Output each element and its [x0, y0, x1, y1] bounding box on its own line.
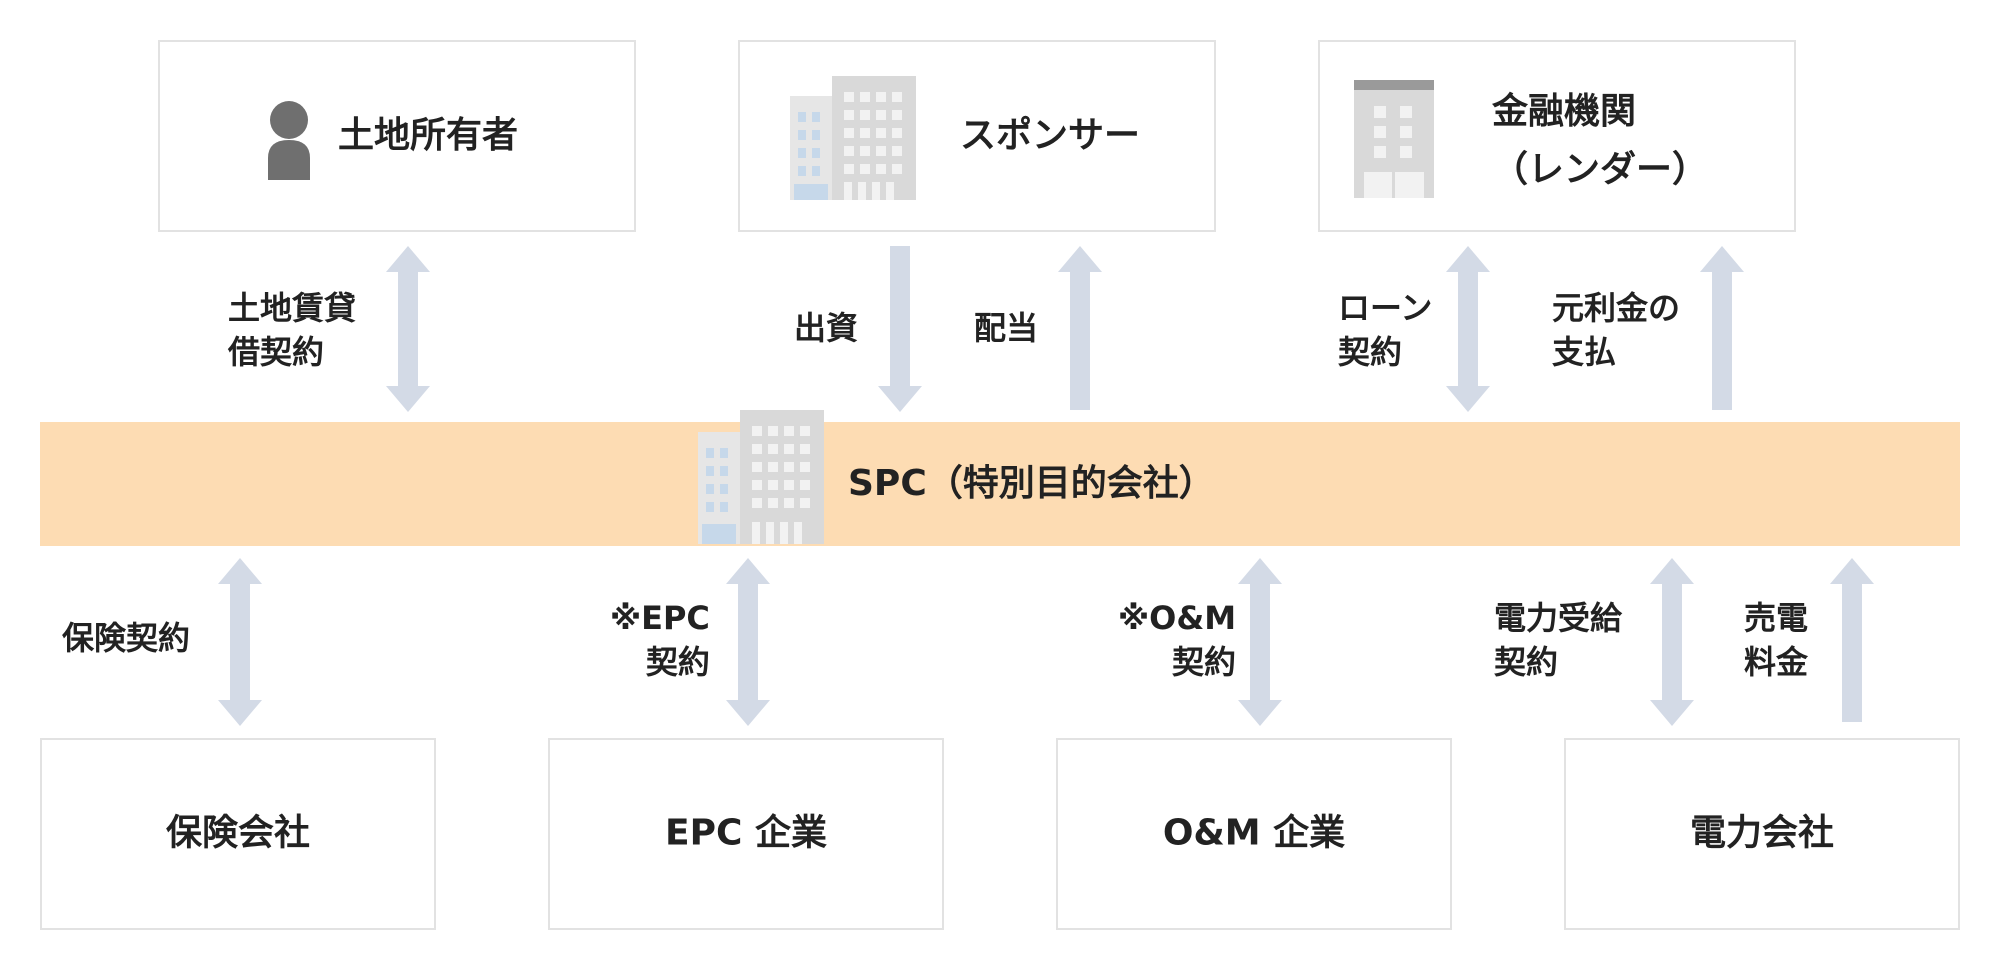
repayment-label: 元利金の 支払: [1552, 286, 1680, 374]
insurance-company-box: 保険会社: [40, 738, 436, 930]
sponsor-box: スポンサー: [738, 40, 1216, 232]
om-contract-line1: ※O&M: [1118, 599, 1237, 637]
spc-band: SPC（特別目的会社）: [40, 410, 1960, 546]
power-company-box: 電力会社: [1564, 738, 1960, 930]
om-company-label: O&M 企業: [1162, 812, 1346, 854]
insurance-contract-label: 保険契約: [62, 616, 190, 660]
landowner-label: 土地所有者: [338, 115, 519, 156]
power-supply-contract-label: 電力受給 契約: [1494, 596, 1622, 684]
power-sales-label: 売電 料金: [1744, 596, 1808, 684]
power-supply-contract-line1: 電力受給: [1494, 599, 1623, 637]
lender-box: 金融機関 （レンダー）: [1318, 40, 1796, 232]
dividend-line1: 配当: [974, 309, 1039, 347]
land-lease-line1: 土地賃貸: [228, 289, 357, 327]
insurance-contract-arrow: [218, 558, 262, 726]
dividend-label: 配当: [974, 306, 1038, 350]
land-lease-arrow: [386, 246, 430, 412]
power-supply-contract-arrow: [1650, 558, 1694, 726]
om-contract-label: ※O&M 契約: [1118, 596, 1236, 684]
loan-contract-line1: ローン: [1338, 289, 1433, 327]
repayment-line1: 元利金の: [1552, 289, 1681, 327]
dividend-arrow: [1058, 246, 1102, 410]
power-supply-contract-line2: 契約: [1494, 643, 1559, 681]
loan-contract-arrow: [1446, 246, 1490, 412]
investment-label: 出資: [794, 306, 858, 350]
sponsor-label: スポンサー: [960, 115, 1141, 156]
epc-contract-label: ※EPC 契約: [610, 596, 710, 684]
land-lease-label: 土地賃貸 借契約: [228, 286, 356, 374]
investment-line1: 出資: [794, 309, 859, 347]
epc-contract-line2: 契約: [645, 643, 710, 681]
person-icon: [268, 101, 310, 180]
power-sales-line1: 売電: [1744, 599, 1809, 637]
lender-label-line1: 金融機関: [1492, 91, 1637, 132]
epc-company-box: EPC 企業: [548, 738, 944, 930]
om-contract-line2: 契約: [1172, 643, 1237, 681]
insurance-company-label: 保険会社: [165, 812, 310, 854]
investment-arrow: [878, 246, 922, 412]
office-building-icon: [790, 76, 916, 200]
office-building-icon: [698, 410, 824, 544]
lender-label-line2: （レンダー）: [1492, 149, 1709, 190]
landowner-box: 土地所有者: [158, 40, 636, 232]
bank-building-icon: [1354, 80, 1434, 198]
epc-contract-arrow: [726, 558, 770, 726]
loan-contract-label: ローン 契約: [1338, 286, 1432, 374]
spc-label: SPC（特別目的会社）: [848, 463, 1215, 504]
power-sales-arrow: [1830, 558, 1874, 722]
repayment-line2: 支払: [1552, 333, 1617, 371]
epc-company-label: EPC 企業: [665, 812, 827, 854]
power-company-label: 電力会社: [1689, 812, 1834, 854]
insurance-contract-line1: 保険契約: [62, 619, 191, 657]
land-lease-line2: 借契約: [228, 333, 325, 371]
loan-contract-line2: 契約: [1338, 333, 1403, 371]
repayment-arrow: [1700, 246, 1744, 410]
om-company-box: O&M 企業: [1056, 738, 1452, 930]
epc-contract-line1: ※EPC: [610, 599, 710, 637]
om-contract-arrow: [1238, 558, 1282, 726]
power-sales-line2: 料金: [1744, 643, 1809, 681]
